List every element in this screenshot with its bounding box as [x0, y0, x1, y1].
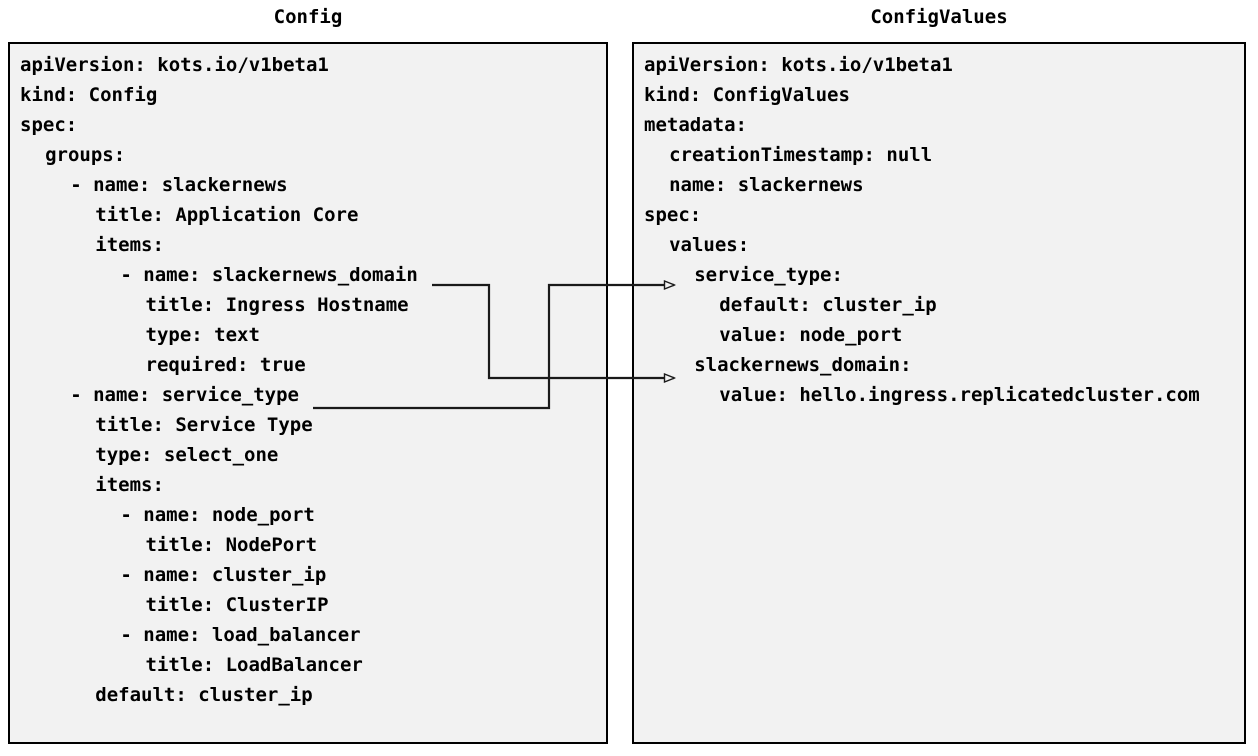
yaml-line: name: slackernews: [669, 174, 864, 196]
yaml-line: value: node_port: [719, 324, 903, 346]
config-yaml-lines: apiVersion: kots.io/v1beta1 kind: Config s…: [20, 50, 606, 742]
yaml-line: default: cluster_ip: [95, 684, 313, 706]
yaml-line: - name: service_type: [70, 384, 299, 406]
configvalues-yaml-lines: apiVersion: kots.io/v1beta1 kind: ConfigV…: [644, 50, 1244, 742]
yaml-line: groups:: [45, 144, 126, 166]
yaml-line: title: Ingress Hostname: [145, 294, 409, 316]
yaml-line: default: cluster_ip: [719, 294, 937, 316]
yaml-line: title: ClusterIP: [145, 594, 329, 616]
yaml-line: - name: load_balancer: [120, 624, 361, 646]
panel-title-config: Config: [273, 6, 343, 28]
yaml-line: title: Service Type: [95, 414, 313, 436]
configvalues-yaml-panel: apiVersion: kots.io/v1beta1 kind: ConfigV…: [632, 42, 1246, 744]
yaml-line: kind: ConfigValues: [644, 84, 850, 106]
yaml-line: items:: [95, 474, 164, 496]
yaml-line: required: true: [145, 354, 306, 376]
panel-title-configvalues: ConfigValues: [870, 6, 1008, 28]
yaml-line: service_type:: [694, 264, 843, 286]
config-yaml-panel: apiVersion: kots.io/v1beta1 kind: Config s…: [8, 42, 608, 744]
yaml-line: spec:: [644, 204, 702, 226]
yaml-line: title: LoadBalancer: [145, 654, 363, 676]
yaml-line: apiVersion: kots.io/v1beta1: [20, 54, 329, 76]
yaml-line: title: Application Core: [95, 204, 359, 226]
yaml-line: - name: slackernews_domain: [120, 264, 418, 286]
yaml-line: kind: Config: [20, 84, 158, 106]
yaml-line: - name: slackernews: [70, 174, 288, 196]
yaml-line: type: select_one: [95, 444, 279, 466]
yaml-line: apiVersion: kots.io/v1beta1: [644, 54, 953, 76]
yaml-line: items:: [95, 234, 164, 256]
yaml-line: value: hello.ingress.replicatedcluster.c…: [719, 384, 1200, 406]
yaml-line: spec:: [20, 114, 78, 136]
yaml-line: values:: [669, 234, 750, 256]
yaml-line: type: text: [145, 324, 260, 346]
yaml-line: - name: node_port: [120, 504, 315, 526]
yaml-line: slackernews_domain:: [694, 354, 912, 376]
yaml-line: creationTimestamp: null: [669, 144, 933, 166]
yaml-line: title: NodePort: [145, 534, 318, 556]
yaml-line: metadata:: [644, 114, 747, 136]
yaml-line: - name: cluster_ip: [120, 564, 327, 586]
